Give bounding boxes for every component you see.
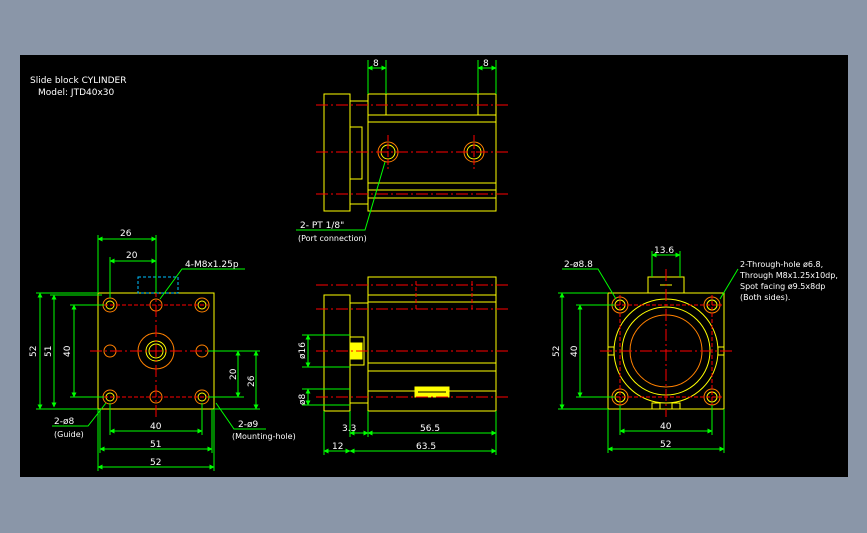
port-label: 2- PT 1/8" bbox=[300, 221, 344, 231]
dim-front-12: 12 bbox=[332, 442, 343, 452]
mount-note: (Mounting-hole) bbox=[232, 432, 296, 441]
dim-left-h40: 40 bbox=[63, 345, 73, 357]
dim-front-635: 63.5 bbox=[416, 442, 436, 452]
front-view: ø16 ø8 3.3 56.5 12 63.5 bbox=[298, 276, 508, 455]
dim-left-h26: 26 bbox=[247, 375, 257, 387]
mount-label: 2-ø9 bbox=[238, 420, 258, 430]
through-line-3: Spot facing ø9.5x8dp bbox=[740, 282, 825, 291]
dim-left-w40: 40 bbox=[150, 422, 162, 432]
dim-top-right-8: 8 bbox=[483, 59, 489, 69]
dim-left-h52: 52 bbox=[29, 346, 39, 357]
dim-left-h51: 51 bbox=[44, 346, 54, 357]
dim-front-33: 3.3 bbox=[342, 424, 356, 434]
dim-right-h52: 52 bbox=[552, 346, 562, 357]
right-view: 13.6 2-ø8.8 2-Through-hole ø6.8, Through… bbox=[552, 246, 838, 453]
dim-front-565: 56.5 bbox=[420, 424, 440, 434]
dim-front-d16: ø16 bbox=[298, 342, 308, 359]
guide-label: 2-ø8 bbox=[54, 417, 74, 427]
dim-left-20: 20 bbox=[126, 251, 138, 261]
dim-left-w51: 51 bbox=[150, 440, 161, 450]
dim-right-w40: 40 bbox=[660, 422, 672, 432]
dim-right-136: 13.6 bbox=[654, 246, 674, 256]
through-line-4: (Both sides). bbox=[740, 293, 790, 302]
dim-front-d8: ø8 bbox=[298, 393, 308, 405]
dim-left-26: 26 bbox=[120, 229, 132, 239]
dim-right-w52: 52 bbox=[660, 440, 671, 450]
hole-label: 2-ø8.8 bbox=[564, 260, 593, 270]
left-view: 26 20 4-M8x1.25p 52 51 40 20 26 40 bbox=[29, 229, 296, 471]
title-line-1: Slide block CYLINDER bbox=[30, 76, 126, 86]
dim-top-left-8: 8 bbox=[373, 59, 379, 69]
cad-drawing: Slide block CYLINDER Model: JTD40x30 8 bbox=[29, 59, 838, 471]
title-line-2: Model: JTD40x30 bbox=[38, 88, 115, 98]
drawing-canvas[interactable]: Slide block CYLINDER Model: JTD40x30 8 bbox=[20, 55, 848, 477]
guide-note: (Guide) bbox=[54, 430, 84, 439]
top-view: 8 8 2- PT 1/8" (Port connection) bbox=[296, 59, 508, 243]
thread-label: 4-M8x1.25p bbox=[185, 260, 239, 270]
through-line-1: 2-Through-hole ø6.8, bbox=[740, 260, 823, 269]
through-line-2: Through M8x1.25x10dp, bbox=[739, 271, 838, 280]
dim-left-w52: 52 bbox=[150, 458, 161, 468]
dim-right-h40: 40 bbox=[570, 345, 580, 357]
dim-left-h20: 20 bbox=[229, 368, 239, 380]
port-note: (Port connection) bbox=[298, 234, 367, 243]
